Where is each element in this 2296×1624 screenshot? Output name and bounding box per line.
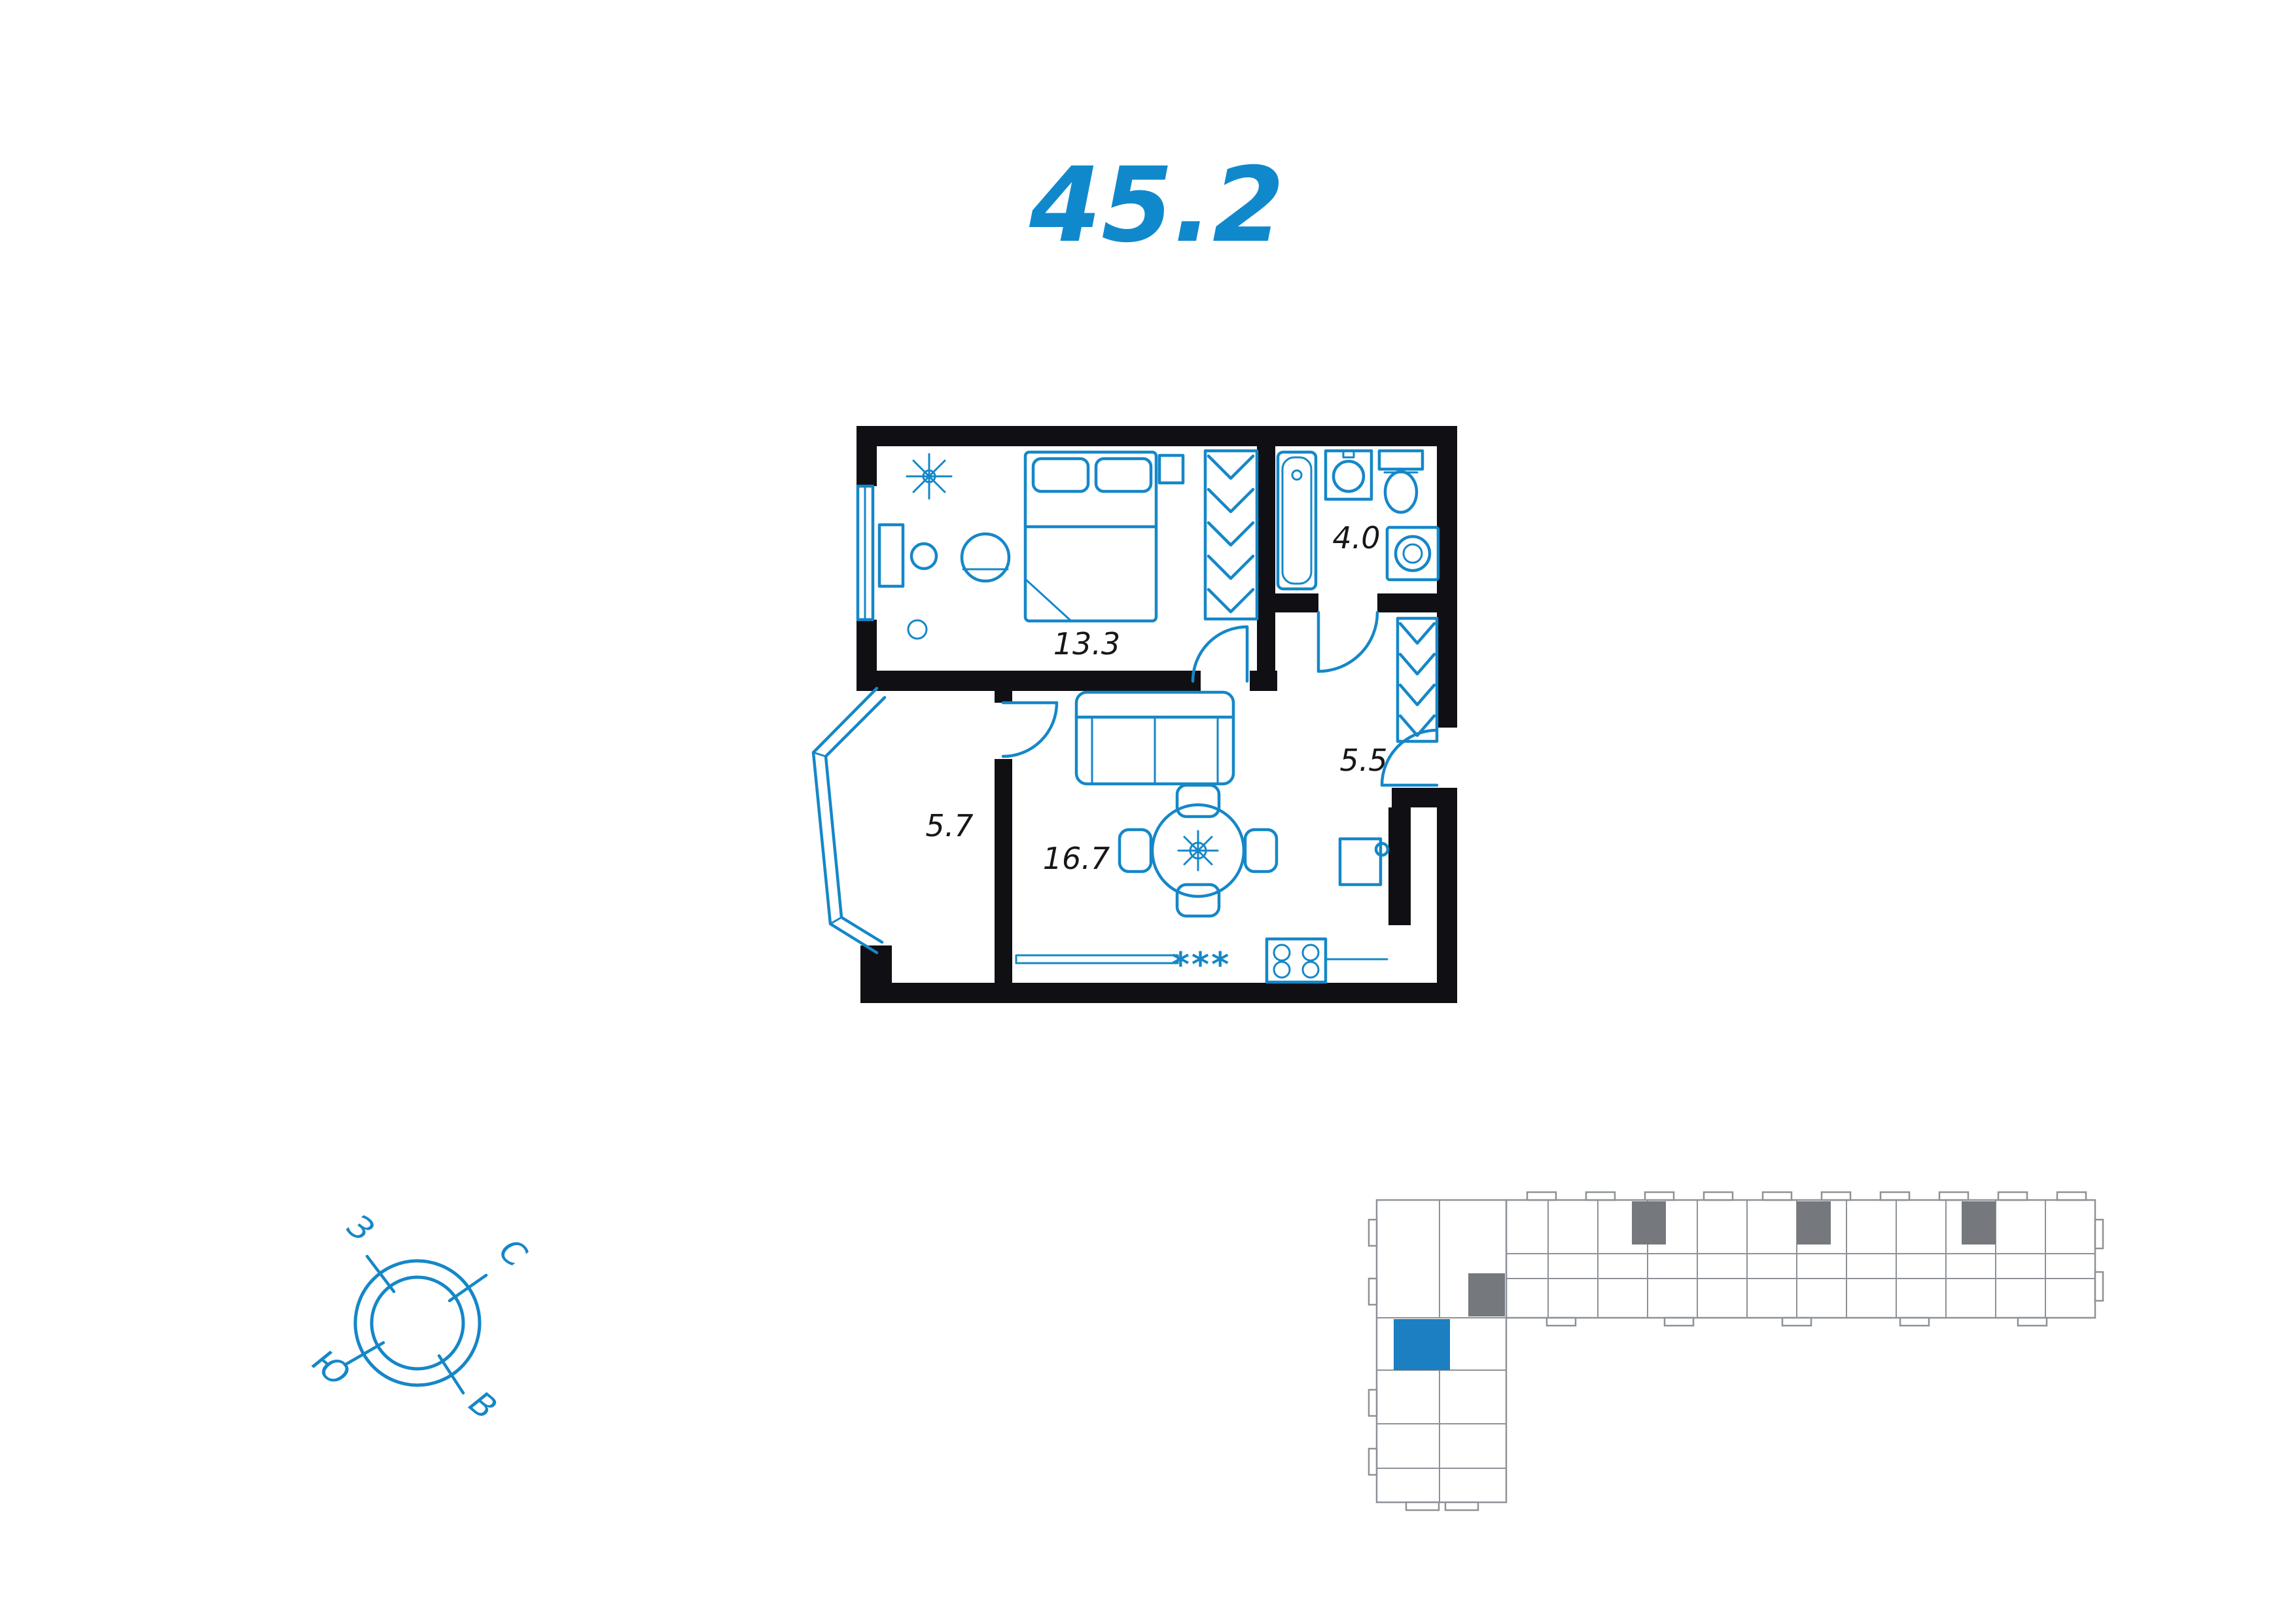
site-unit-divisions — [1377, 1200, 2095, 1502]
nightstand-icon — [1157, 453, 1185, 485]
compass-south-label: Ю — [306, 1342, 357, 1394]
apartment-area-title: 45.2 — [1029, 145, 1284, 266]
highlighted-unit[interactable] — [1394, 1319, 1450, 1370]
compass-south-tick — [343, 1341, 385, 1367]
site-stair-cores — [1468, 1201, 1996, 1316]
site-balconies-top — [1526, 1191, 2087, 1201]
kitchen-sink-icon — [1338, 837, 1390, 887]
compass-west-label: З — [340, 1207, 381, 1249]
armchair-icon — [960, 532, 1011, 583]
bedroom-wardrobe-icon — [1203, 449, 1259, 621]
bed-icon — [1023, 450, 1158, 623]
sofa-icon — [1074, 690, 1235, 786]
kitchen-counter — [1015, 954, 1388, 964]
dressing-table-icon — [877, 523, 938, 640]
compass-east-label: В — [462, 1384, 504, 1427]
kitchen-living-area-label: 16.7 — [1043, 841, 1110, 876]
hallway-area-label: 5.5 — [1339, 743, 1387, 778]
bathroom-area-label: 4.0 — [1332, 520, 1380, 556]
bay-window — [811, 686, 887, 955]
toilet-icon — [1377, 449, 1424, 514]
compass-north-tick — [448, 1273, 488, 1303]
vent-shaft — [1388, 807, 1411, 925]
hall-wardrobe-icon — [1396, 616, 1439, 743]
counter-marking: *** — [1172, 945, 1231, 985]
site-balconies-bottom — [1368, 1218, 2104, 1511]
stove-icon — [1265, 937, 1328, 984]
bedroom-door — [1191, 625, 1249, 683]
dining-table-icon — [1118, 783, 1279, 918]
site-plan — [1368, 1191, 2104, 1511]
washing-machine-icon — [1385, 525, 1440, 582]
compass-east-tick — [437, 1354, 465, 1395]
bathtub-icon — [1276, 450, 1318, 591]
apartment-plan: *** 13.3 4.0 5.5 5.7 16.7 — [811, 426, 1457, 1003]
bathroom-sink-icon — [1324, 449, 1373, 501]
table-plant-icon — [1177, 830, 1219, 872]
bedroom-area-label: 13.3 — [1053, 626, 1120, 662]
entrance-door — [1380, 728, 1439, 787]
compass-west-tick — [365, 1254, 396, 1294]
walls — [857, 426, 1457, 1003]
room-5-7-door — [1001, 701, 1059, 758]
bedroom-window — [856, 484, 875, 622]
plant-icon — [906, 453, 953, 500]
bathroom-door — [1316, 610, 1379, 673]
compass-rose: З С Ю В — [306, 1207, 534, 1427]
compass-north-label: С — [492, 1231, 534, 1275]
room-5-7-area-label: 5.7 — [925, 808, 973, 843]
